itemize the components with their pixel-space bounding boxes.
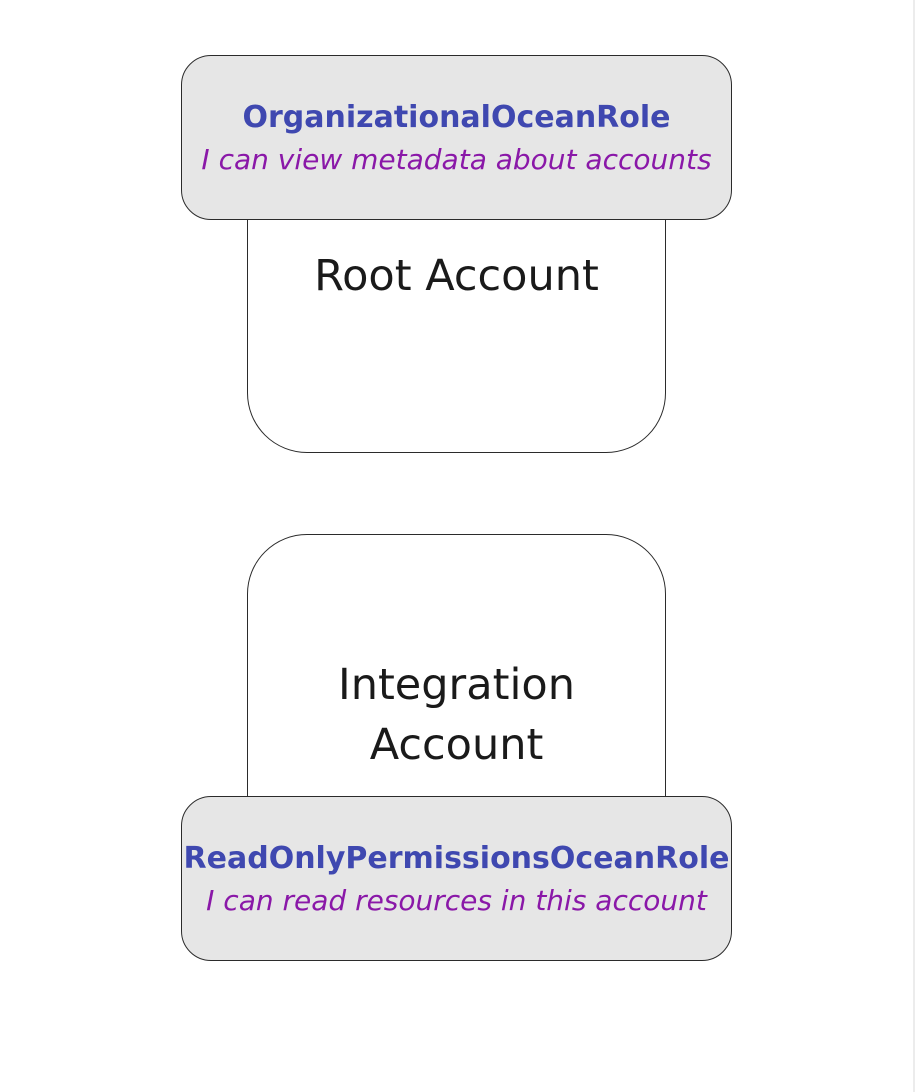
organizational-ocean-role-box: OrganizationalOceanRole I can view metad…: [181, 55, 732, 220]
organizational-ocean-role-name: OrganizationalOceanRole: [242, 100, 671, 135]
root-account-label: Root Account: [314, 251, 599, 301]
organizational-ocean-role-description: I can view metadata about accounts: [201, 143, 712, 176]
integration-account-label: Integration Account: [338, 660, 575, 770]
read-only-permissions-ocean-role-name: ReadOnlyPermissionsOceanRole: [183, 841, 730, 876]
read-only-permissions-ocean-role-box: ReadOnlyPermissionsOceanRole I can read …: [181, 796, 732, 961]
integration-account-box: Integration Account: [247, 534, 666, 824]
read-only-permissions-ocean-role-description: I can read resources in this account: [206, 884, 707, 917]
canvas-right-edge: [913, 0, 915, 1092]
root-account-box: Root Account: [247, 190, 666, 453]
